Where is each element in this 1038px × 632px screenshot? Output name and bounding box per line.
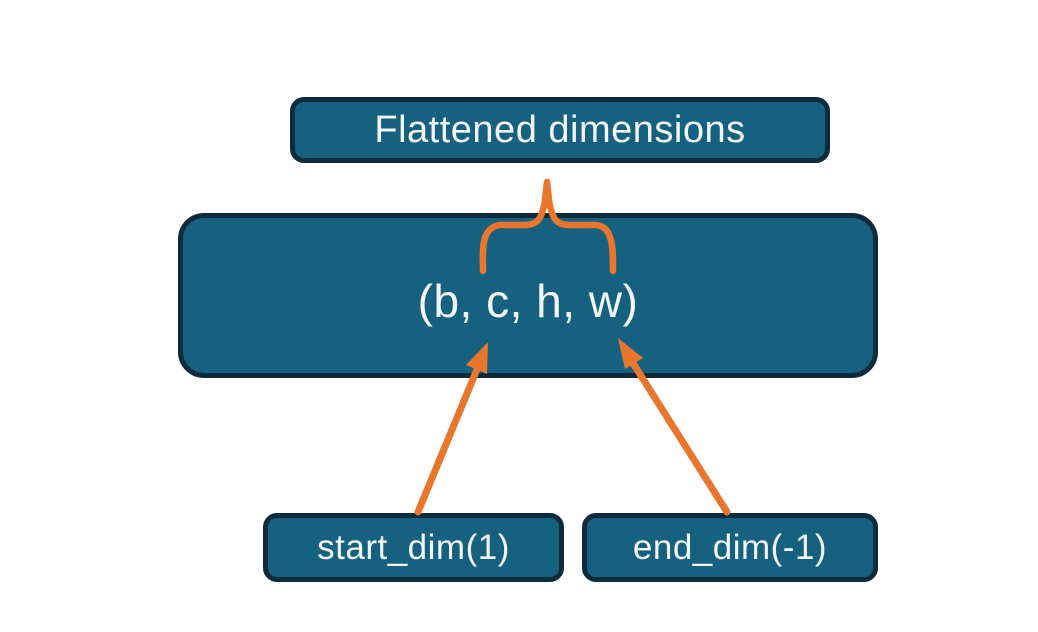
end-dim-box: end_dim(-1) <box>582 513 878 582</box>
start-dim-box: start_dim(1) <box>263 513 564 582</box>
start-dim-label: start_dim(1) <box>317 527 510 567</box>
start-dim-arrow-line <box>414 363 482 516</box>
end-dim-arrow-line <box>627 356 731 516</box>
tensor-shape-label: (b, c, h, w) <box>417 274 639 327</box>
flattened-dimensions-box: Flattened dimensions <box>290 97 830 163</box>
flattened-dimensions-label: Flattened dimensions <box>374 108 746 151</box>
tensor-shape-box: (b, c, h, w) <box>178 213 878 378</box>
end-dim-label: end_dim(-1) <box>632 527 828 567</box>
